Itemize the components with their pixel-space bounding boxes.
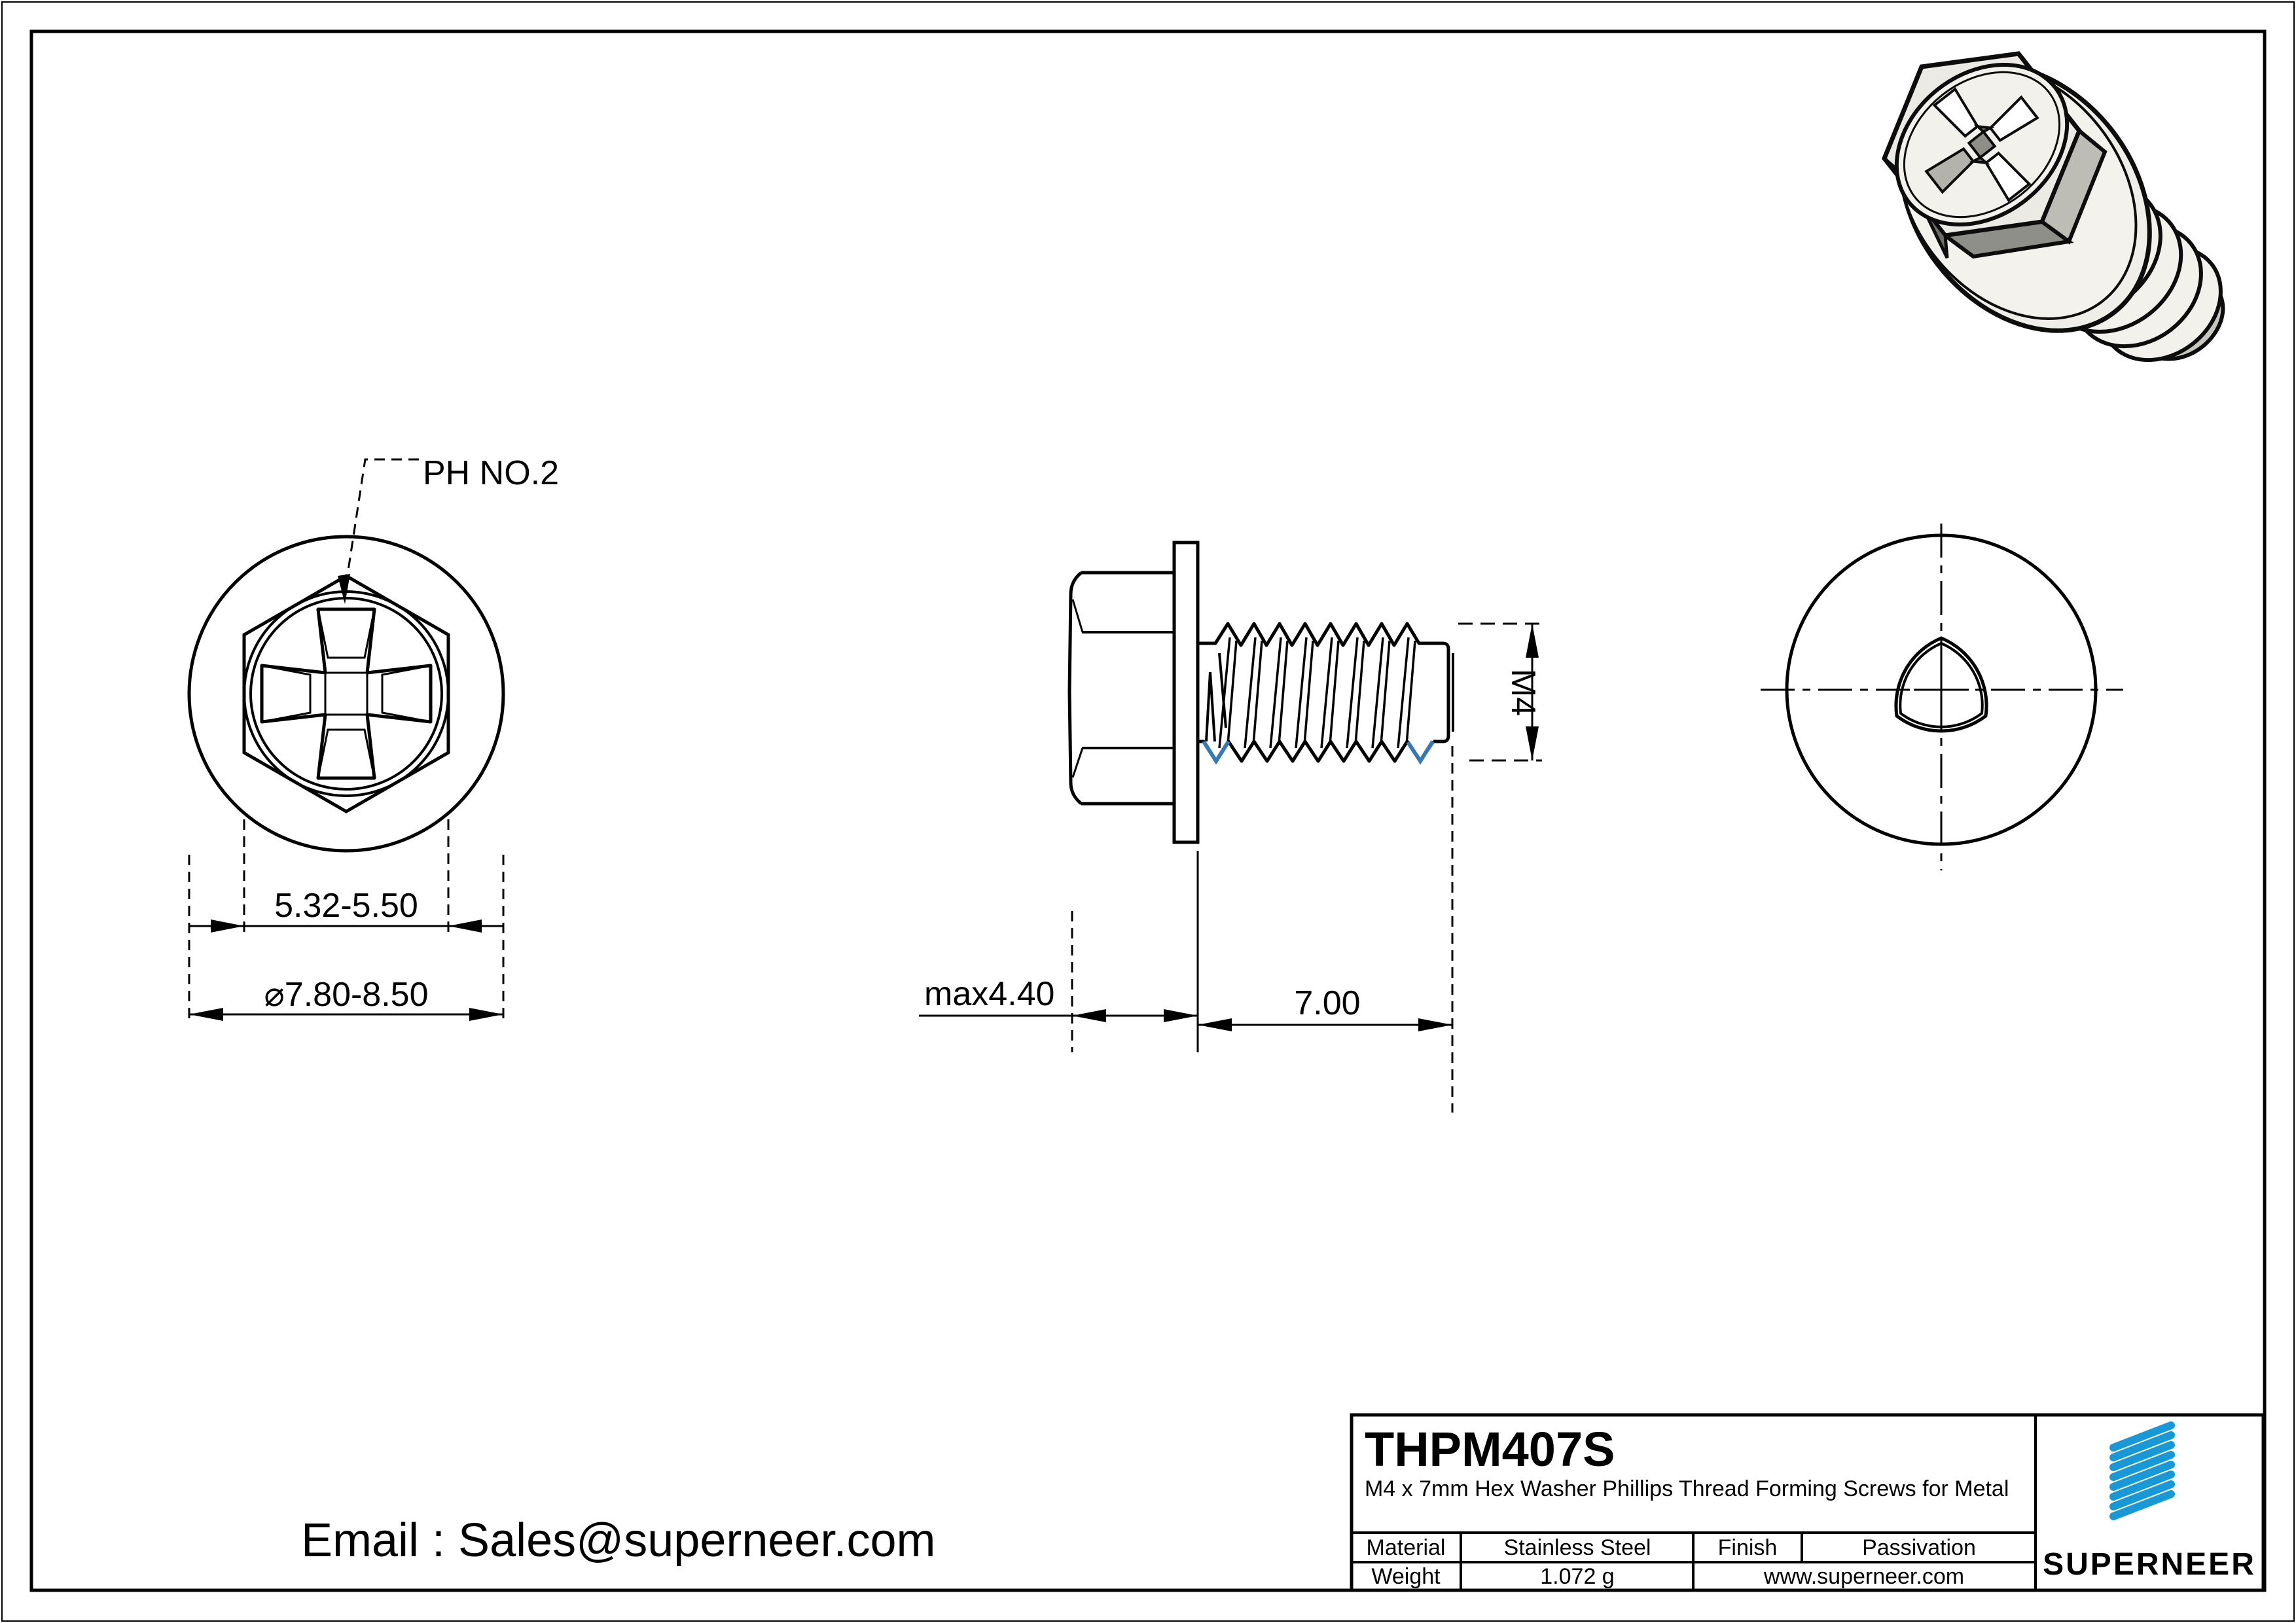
- inner-border: [29, 29, 2267, 1592]
- material-value: Stainless Steel: [1504, 1535, 1651, 1560]
- material-label: Material: [1367, 1535, 1446, 1560]
- drive-label: PH NO.2: [423, 454, 559, 492]
- title-block: THPM407S M4 x 7mm Hex Washer Phillips Th…: [1350, 1413, 2265, 1592]
- head-height-dim: max4.40: [924, 975, 1054, 1013]
- thread-accent-end: [1406, 740, 1435, 765]
- superneer-logo-icon: [2109, 1421, 2175, 1520]
- front-view: [187, 458, 505, 1024]
- phillips-recess-icon: [260, 607, 433, 780]
- thread-length-dim: 7.00: [1294, 984, 1360, 1022]
- end-view: [1761, 524, 2123, 870]
- website-link[interactable]: www.superneer.com: [1763, 1564, 1964, 1589]
- drive-leader-arrow: [338, 574, 350, 604]
- thread-size-dim: M4: [1504, 669, 1542, 716]
- part-number: THPM407S: [1365, 1422, 1615, 1476]
- center-cross: [1914, 662, 1969, 717]
- part-description: M4 x 7mm Hex Washer Phillips Thread Form…: [1365, 1476, 2009, 1501]
- thread-accent-start: [1202, 740, 1230, 765]
- brand-wordmark: SUPERNEER: [2043, 1547, 2256, 1582]
- weight-value: 1.072 g: [1540, 1564, 1614, 1589]
- finish-label: Finish: [1718, 1535, 1778, 1560]
- finish-value: Passivation: [1862, 1535, 1976, 1560]
- head-profile: [1067, 571, 1174, 806]
- washer-outline: [187, 535, 505, 853]
- washer-profile: [1172, 541, 1200, 844]
- thread-profile: [1198, 622, 1454, 765]
- washer-diameter-dim: ⌀7.80-8.50: [264, 976, 428, 1014]
- weight-label: Weight: [1371, 1564, 1441, 1589]
- hex-outline: [242, 574, 450, 813]
- drive-leader-line: [346, 458, 419, 575]
- side-view: [919, 541, 1542, 1113]
- across-flats-dim: 5.32-5.50: [274, 887, 418, 925]
- screw-3d-view: [1881, 51, 2225, 363]
- contact-email: Email : Sales@superneer.com: [301, 1514, 936, 1567]
- phillips-recess-3d-icon: [1924, 87, 2039, 202]
